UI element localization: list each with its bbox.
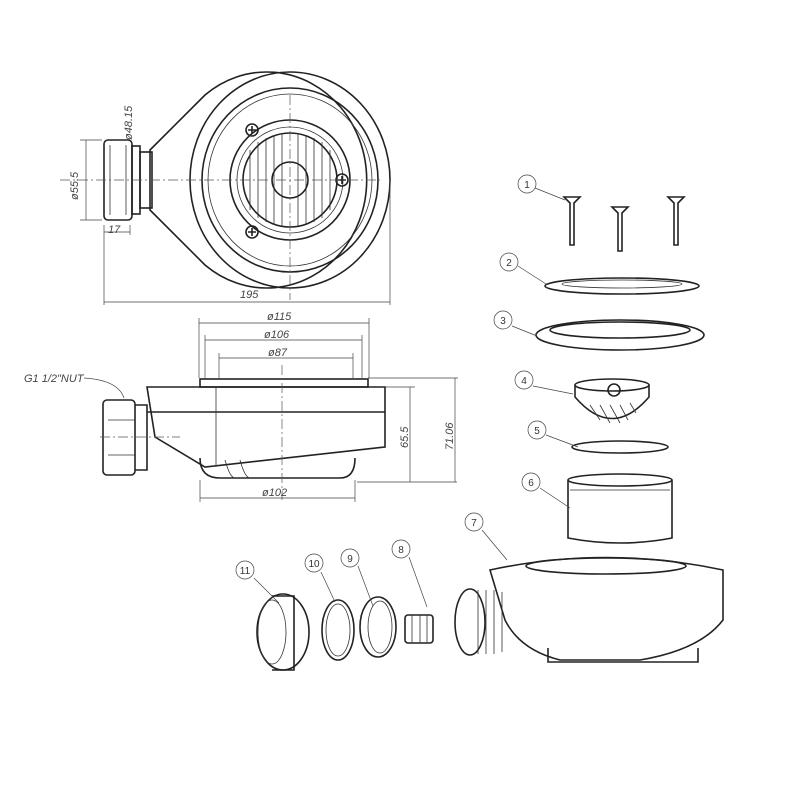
callout-number: 6 — [528, 478, 534, 489]
callout-1: 1 — [517, 174, 537, 194]
dim-diameter-106: ø106 — [264, 329, 290, 341]
dim-nut-width: 17 — [108, 224, 121, 236]
dim-outlet-diameter: ø48.15 — [123, 105, 135, 140]
callout-number: 10 — [308, 559, 320, 570]
callout-number: 1 — [524, 180, 530, 191]
callout-number: 3 — [500, 316, 506, 327]
callout-8: 8 — [391, 539, 411, 559]
part-3-seal-ring — [535, 319, 705, 351]
side-view: ø115 ø106 ø87 G1 1/2"NUT 65.5 71.06 ø102 — [24, 311, 458, 502]
part-9-ring — [359, 596, 397, 658]
dim-height-65: 65.5 — [399, 426, 411, 448]
callout-number: 9 — [347, 554, 353, 565]
callout-6: 6 — [521, 472, 541, 492]
part-11-nut — [256, 593, 310, 671]
part-7-drain-body — [454, 556, 724, 663]
callout-10: 10 — [304, 553, 324, 573]
exploded-parts — [256, 196, 724, 671]
part-2-grate-plate — [544, 277, 700, 295]
dim-diameter-87: ø87 — [268, 347, 288, 359]
dim-diameter-115: ø115 — [267, 311, 292, 323]
callout-5: 5 — [527, 420, 547, 440]
part-5-o-ring — [571, 440, 669, 454]
callout-number: 2 — [506, 258, 512, 269]
callouts: 1 2 3 4 5 6 7 8 9 10 11 — [235, 174, 579, 608]
part-10-washer — [321, 599, 355, 661]
part-4-trap-cup — [574, 378, 650, 424]
callout-4: 4 — [514, 370, 534, 390]
callout-2: 2 — [499, 252, 519, 272]
callout-number: 11 — [240, 566, 251, 577]
screw-heads — [245, 123, 349, 239]
callout-3: 3 — [493, 310, 513, 330]
callout-number: 5 — [534, 426, 540, 437]
callout-9: 9 — [340, 548, 360, 568]
dim-length: 195 — [240, 289, 259, 301]
part-8-insert — [404, 614, 434, 644]
callout-number: 7 — [471, 518, 477, 529]
callout-number: 8 — [398, 545, 404, 556]
nut-thread-label: G1 1/2"NUT — [24, 373, 85, 385]
dim-diameter-102: ø102 — [262, 487, 287, 499]
callout-7: 7 — [464, 512, 484, 532]
part-1-screws — [562, 196, 686, 252]
dim-nut-diameter: ø55.5 — [69, 171, 81, 200]
part-6-pipe-sleeve — [567, 473, 673, 544]
top-view: ø55.5 ø48.15 17 195 — [60, 71, 391, 305]
callout-11: 11 — [235, 560, 255, 580]
dim-height-71: 71.06 — [444, 422, 456, 450]
callout-number: 4 — [521, 376, 527, 387]
